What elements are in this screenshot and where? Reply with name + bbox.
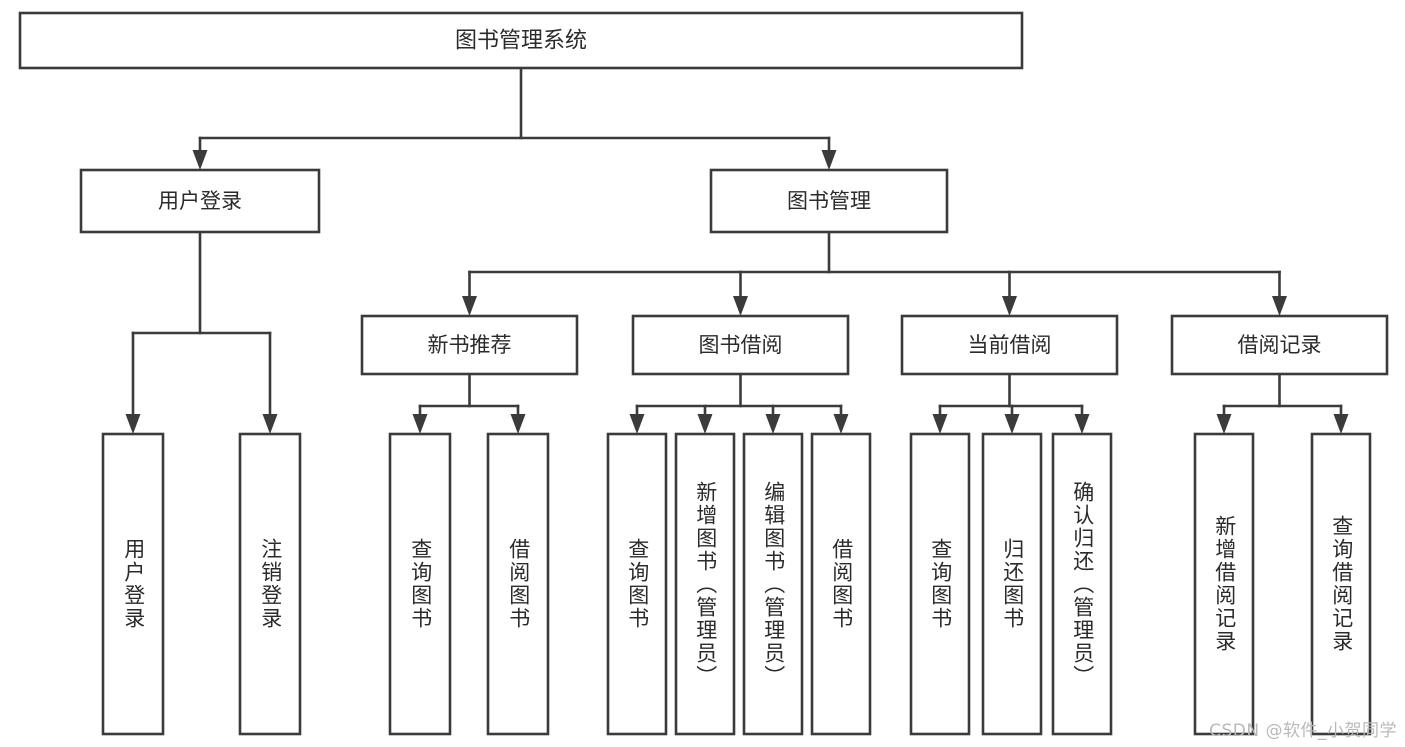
node-box-root[interactable] [18,11,1024,70]
node-box-leaf-query-record[interactable] [1310,432,1372,736]
arrow-head-icon [1002,296,1017,316]
node-box-book-borrow[interactable] [631,314,850,376]
node-box-leaf-confirm-return[interactable] [1051,432,1113,736]
arrow-head-icon [932,414,948,434]
node-label-current-borrow: 当前借阅 [968,333,1052,357]
node-box-leaf-query-book-1[interactable] [388,432,452,736]
node-label-root: 图书管理系统 [455,29,587,54]
node-box-current-borrow[interactable] [900,314,1119,376]
arrow-head-icon [1216,414,1232,434]
arrow-head-icon [125,414,141,434]
node-box-borrow-record[interactable] [1170,314,1389,376]
arrow-head-icon [697,414,713,434]
node-box-new-book-recommend[interactable] [360,314,579,376]
arrow-head-icon [1333,414,1349,434]
arrow-head-icon [629,414,645,434]
node-box-book-manage[interactable] [709,168,949,234]
node-box-leaf-query-book-2[interactable] [606,432,668,736]
arrow-head-icon [462,296,477,316]
node-box-leaf-borrow-book-1[interactable] [486,432,550,736]
node-box-leaf-add-record[interactable] [1193,432,1255,736]
node-box-leaf-user-login[interactable] [101,432,165,736]
node-label-borrow-record: 借阅记录 [1238,333,1322,357]
arrow-head-icon [733,296,748,316]
watermark-label: CSDN @软件_小贺同学 [1209,721,1397,741]
arrow-head-icon [262,414,278,434]
node-box-user-login[interactable] [79,168,321,234]
arrow-head-icon [412,414,428,434]
arrow-head-icon [765,414,781,434]
arrow-head-icon [1074,414,1090,434]
arrow-head-icon [821,150,837,170]
connector-layer [125,66,1349,434]
node-box-leaf-query-book-3[interactable] [909,432,971,736]
node-box-leaf-edit-book[interactable] [742,432,804,736]
node-label-user-login: 用户登录 [158,189,242,213]
arrow-head-icon [510,414,526,434]
node-label-book-borrow: 图书借阅 [699,333,783,357]
node-label-new-book-recommend: 新书推荐 [428,333,512,357]
node-box-leaf-add-book[interactable] [674,432,736,736]
node-box-leaf-borrow-book-2[interactable] [810,432,872,736]
arrow-head-icon [1272,296,1287,316]
node-label-book-manage: 图书管理 [787,189,871,213]
arrow-head-icon [1004,414,1020,434]
node-box-leaf-logout[interactable] [238,432,302,736]
arrow-head-icon [192,150,208,170]
arrow-head-icon [833,414,849,434]
node-box-leaf-return-book[interactable] [981,432,1043,736]
